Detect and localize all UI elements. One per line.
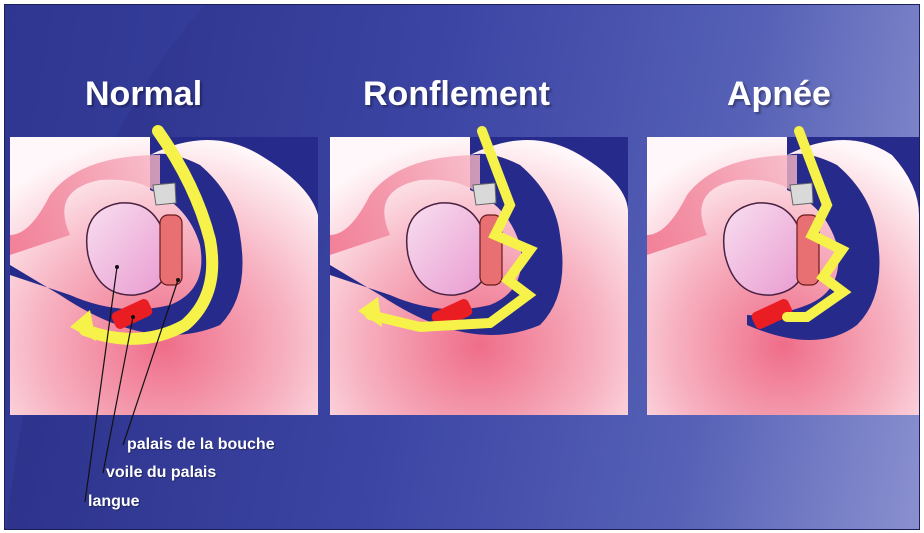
panel-apnee-tooth [790,183,813,205]
leader-dot-tongue [115,265,119,269]
panel-normal-tooth [153,183,176,205]
panel-normal [10,131,318,415]
leader-dot-palate [176,278,180,282]
diagram-frame: Normal Ronflement Apnée palais de la bou… [4,4,920,530]
panel-ronflement-tooth [473,183,496,205]
label-soft-palate: voile du palais [106,464,216,482]
label-tongue: langue [88,493,140,511]
panel-title-ronflement: Ronflement [363,75,550,114]
panel-ronflement [330,131,628,415]
panel-apnee [647,131,919,415]
leader-dot-soft-palate [131,315,135,319]
label-palate: palais de la bouche [127,436,275,454]
panel-title-apnee: Apnée [727,75,831,114]
panel-title-normal: Normal [85,75,202,114]
panel-normal-palate [160,215,182,285]
